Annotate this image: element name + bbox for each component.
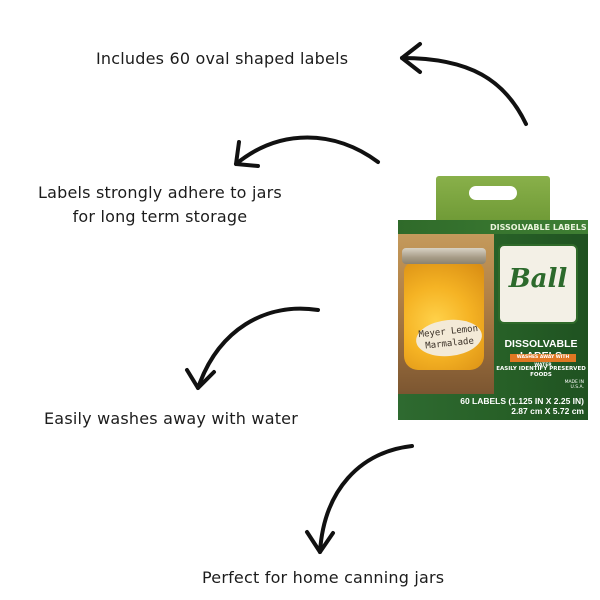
callout-adhere-line2: for long term storage <box>72 207 248 226</box>
brand-name: Ball <box>508 264 568 294</box>
hang-hole <box>469 186 517 200</box>
curved-arrow-icon <box>305 444 414 554</box>
product-tagline: EASILY IDENTIFY PRESERVED FOODS <box>496 366 586 378</box>
callout-adhere-line1: Labels strongly adhere to jars <box>38 183 282 202</box>
label-count-line2: 2.87 cm X 5.72 cm <box>511 406 584 416</box>
made-in-line2: U.S.A. <box>570 385 584 390</box>
curved-arrow-icon <box>185 306 320 390</box>
curved-arrow-icon <box>400 42 528 126</box>
jar-photo: Meyer Lemon Marmalade <box>398 234 494 394</box>
label-count: 60 LABELS (1.125 IN X 2.25 IN) 2.87 cm X… <box>398 396 584 416</box>
brand-logo: Ball <box>498 244 578 324</box>
callout-washes-away: Easily washes away with water <box>44 409 298 428</box>
box-front: Meyer Lemon Marmalade Ball DISSOLVABLE L… <box>398 234 588 420</box>
box-top-flap: DISSOLVABLE LABELS <box>398 220 588 236</box>
callout-canning-jars: Perfect for home canning jars <box>202 568 445 587</box>
callout-adhere: Labels strongly adhere to jars for long … <box>38 181 282 229</box>
curved-arrow-icon <box>234 135 380 168</box>
jar-lid <box>402 248 486 264</box>
made-in-line1: MADE IN <box>564 380 584 385</box>
label-count-line1: 60 LABELS (1.125 IN X 2.25 IN) <box>460 396 584 406</box>
product-box-image: DISSOLVABLE LABELS Meyer Lemon Marmalade… <box>398 176 588 420</box>
callout-oval-labels: Includes 60 oval shaped labels <box>96 49 349 68</box>
hang-tab <box>436 176 550 222</box>
made-in-badge: MADE IN U.S.A. <box>554 380 584 390</box>
ribbon-washes-away: WASHES AWAY WITH WATER <box>510 354 576 368</box>
